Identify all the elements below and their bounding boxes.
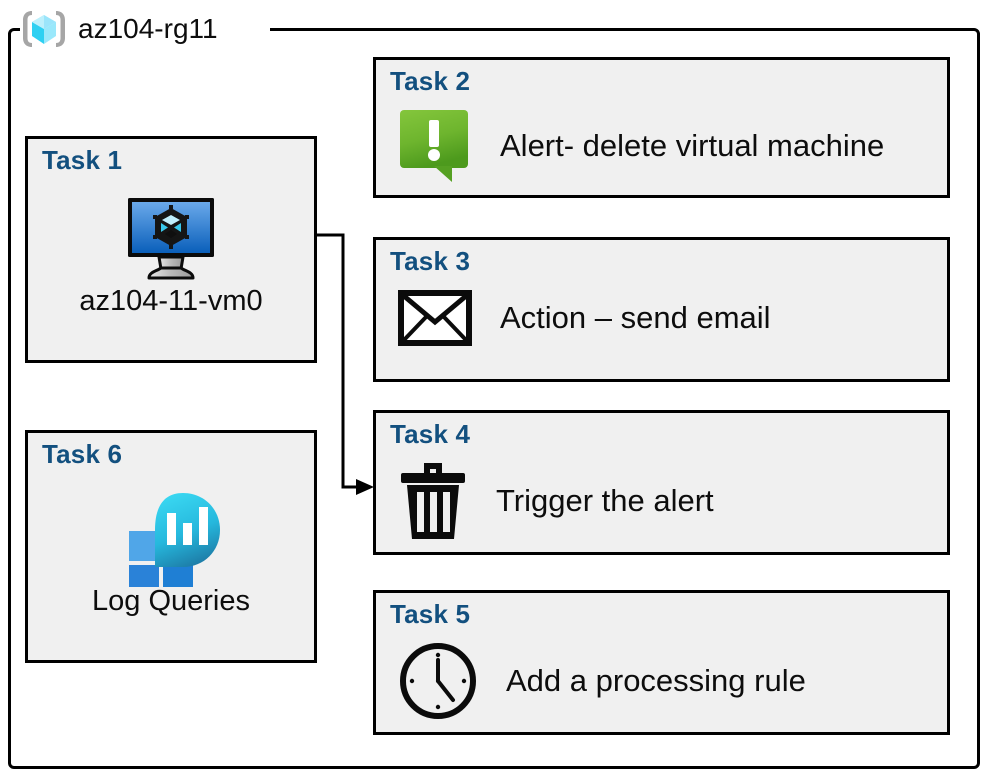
card-task1-title: Task 1 — [42, 145, 123, 175]
resource-group-header: az104-rg11 — [20, 4, 218, 54]
resource-group-title: az104-rg11 — [78, 13, 218, 44]
card-task5-title: Task 5 — [390, 599, 471, 629]
card-task1-caption: az104-11-vm0 — [79, 285, 263, 317]
card-task3[interactable]: Task 3 Action – send email — [373, 237, 950, 382]
card-task2-row: Alert- delete virtual machine — [398, 108, 937, 184]
card-task1-icon-wrap — [28, 195, 314, 286]
log-analytics-icon — [119, 487, 223, 595]
card-task4-title: Task 4 — [390, 419, 471, 449]
card-task5-row: Add a processing rule — [398, 641, 937, 721]
card-task4-label: Trigger the alert — [496, 483, 714, 518]
card-task6-icon-wrap — [28, 487, 314, 595]
card-task6-title: Task 6 — [42, 439, 123, 469]
envelope-icon — [398, 290, 472, 346]
card-task3-title: Task 3 — [390, 246, 471, 276]
card-task6-caption: Log Queries — [92, 585, 250, 617]
card-task5-label: Add a processing rule — [506, 663, 806, 698]
card-task4[interactable]: Task 4 Trigger the alert — [373, 410, 950, 555]
card-task4-row: Trigger the alert — [398, 461, 937, 541]
alert-exclamation-bubble-icon — [398, 108, 472, 184]
resource-group-cube-icon — [20, 7, 68, 51]
card-task3-row: Action – send email — [398, 290, 937, 346]
clock-icon — [398, 641, 478, 721]
card-task2[interactable]: Task 2 — [373, 57, 950, 198]
resource-group-title-gap — [20, 18, 270, 40]
resource-group-border — [8, 28, 980, 769]
card-task2-title: Task 2 — [390, 66, 471, 96]
card-task6[interactable]: Task 6 — [25, 430, 317, 663]
card-task5[interactable]: Task 5 Add a processing rule — [373, 590, 950, 735]
virtual-machine-icon — [125, 195, 217, 286]
trash-bin-icon — [398, 461, 468, 541]
card-task2-label: Alert- delete virtual machine — [500, 128, 885, 163]
card-task3-label: Action – send email — [500, 300, 771, 335]
card-task1[interactable]: Task 1 — [25, 136, 317, 363]
